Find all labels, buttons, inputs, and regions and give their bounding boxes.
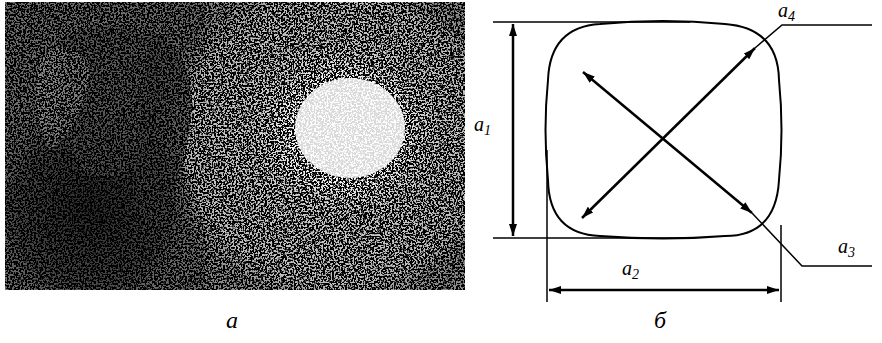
dimension-label: a4 xyxy=(778,0,795,24)
weld-photo xyxy=(5,2,465,290)
panel-caption: а xyxy=(226,308,238,332)
dimension-drawing xyxy=(493,21,872,302)
dimension-label: a1 xyxy=(474,114,491,138)
dimension-label: a2 xyxy=(622,258,639,282)
panel-caption: б xyxy=(654,308,666,332)
dimension-label: a3 xyxy=(838,236,855,260)
